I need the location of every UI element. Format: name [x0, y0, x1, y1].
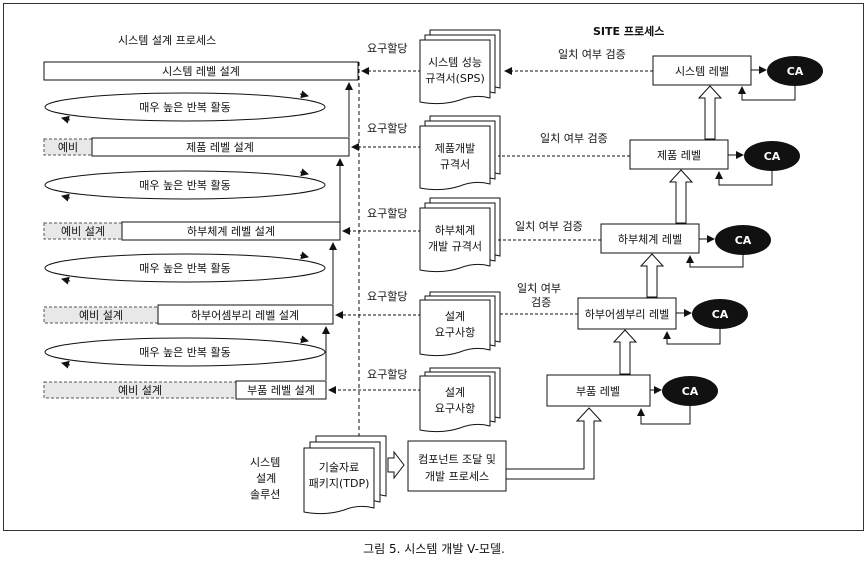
req-alloc-label: 요구할당: [367, 207, 407, 220]
design-level-subassembly: 예비 설계 하부어셈부리 레벨 설계: [43, 304, 334, 325]
doc-subassembly-req: 설계 요구사항: [419, 291, 501, 357]
verify-label: 일치 여부 검증: [558, 47, 626, 61]
right-header: SITE 프로세스: [593, 24, 664, 38]
solution-line: 시스템: [250, 456, 280, 469]
verify-label: 일치 여부 검증: [540, 131, 608, 145]
component-process: 컴포넌트 조달 및 개발 프로세스: [407, 440, 507, 492]
req-alloc-label: 요구할당: [367, 42, 407, 55]
design-level-label: 제품 레벨 설계: [186, 141, 254, 154]
iteration-label: 매우 높은 반복 활동: [139, 261, 230, 275]
doc-line: 기술자료: [319, 461, 359, 474]
req-alloc-label: 요구할당: [367, 122, 407, 135]
left-header: 시스템 설계 프로세스: [118, 34, 216, 47]
doc-line: 개발 규격서: [428, 240, 482, 253]
iteration-label: 매우 높은 반복 활동: [139, 178, 230, 192]
doc-line: 설계: [445, 386, 465, 399]
design-level-label: 시스템 레벨 설계: [162, 65, 240, 78]
req-alloc-label: 요구할당: [367, 368, 407, 381]
site-level-subsystem: 하부체계 레벨 CA: [600, 223, 771, 268]
component-line: 컴포넌트 조달 및: [418, 453, 496, 466]
site-level-system: 시스템 레벨 CA: [652, 55, 823, 101]
verify-arrows: [498, 67, 653, 315]
integration-arrows: [612, 85, 723, 375]
req-alloc-arrows: [328, 67, 421, 394]
prelim-label: 예비 설계: [79, 309, 123, 322]
component-to-part-arrow: [505, 407, 603, 480]
ca-node: CA: [764, 150, 781, 163]
design-level-subsystem: 예비 설계 하부체계 레벨 설계: [43, 221, 341, 241]
verify-label: 일치 여부: [517, 281, 561, 295]
doc-line: 규격서: [440, 158, 470, 171]
ca-node: CA: [735, 234, 752, 247]
prelim-label: 예비: [58, 141, 78, 154]
doc-line: 요구사항: [435, 326, 475, 339]
iteration-label: 매우 높은 반복 활동: [139, 100, 230, 114]
doc-product-spec: 제품개발 규격서: [419, 115, 501, 191]
upward-arrows: [322, 82, 353, 380]
site-level-product: 제품 레벨 CA: [629, 139, 800, 186]
solution-line: 설계: [256, 472, 276, 485]
site-level-part: 부품 레벨 CA: [546, 374, 718, 425]
solution-line: 솔루션: [250, 488, 280, 501]
doc-line: 시스템 성능: [428, 56, 482, 69]
design-level-label: 부품 레벨 설계: [247, 384, 315, 397]
site-level-label: 시스템 레벨: [675, 65, 729, 78]
doc-line: 요구사항: [435, 402, 475, 415]
iteration-loop-4: 매우 높은 반복 활동: [44, 335, 326, 369]
doc-line: 제품개발: [435, 142, 475, 155]
doc-tdp: 기술자료 패키지(TDP): [303, 435, 387, 515]
req-alloc-label: 요구할당: [367, 290, 407, 303]
doc-line: 설계: [445, 310, 465, 323]
iteration-loop-3: 매우 높은 반복 활동: [44, 251, 326, 285]
iteration-label: 매우 높은 반복 활동: [139, 345, 230, 359]
design-level-label: 하부체계 레벨 설계: [187, 224, 275, 238]
doc-line: 패키지(TDP): [309, 477, 370, 490]
design-level-product: 예비 제품 레벨 설계: [43, 137, 350, 157]
verify-label: 검증: [531, 296, 551, 309]
iteration-loop-2: 매우 높은 반복 활동: [44, 168, 326, 202]
doc-line: 규격서(SPS): [425, 72, 485, 85]
design-level-system: 시스템 레벨 설계: [43, 61, 359, 81]
verify-label: 일치 여부 검증: [515, 219, 583, 233]
prelim-label: 예비 설계: [61, 225, 105, 238]
ca-node: CA: [682, 385, 699, 398]
tdp-to-component-arrow: [387, 450, 405, 480]
doc-subsystem-spec: 하부체계 개발 규격서: [419, 197, 501, 273]
doc-sps: 시스템 성능 규격서(SPS): [419, 29, 501, 105]
design-level-part: 예비 설계 부품 레벨 설계: [43, 380, 327, 400]
component-line: 개발 프로세스: [425, 470, 489, 483]
site-level-label: 부품 레벨: [576, 385, 620, 398]
site-level-label: 제품 레벨: [657, 149, 701, 162]
site-level-label: 하부어셈부리 레벨: [585, 307, 669, 321]
design-level-label: 하부어셈부리 레벨 설계: [191, 308, 299, 322]
prelim-label: 예비 설계: [118, 384, 162, 397]
figure-caption: 그림 5. 시스템 개발 V-모델.: [363, 542, 505, 556]
iteration-loop-1: 매우 높은 반복 활동: [44, 90, 326, 124]
doc-part-req: 설계 요구사항: [419, 367, 501, 433]
site-level-label: 하부체계 레벨: [618, 232, 682, 246]
site-level-subassembly: 하부어셈부리 레벨 CA: [577, 297, 748, 345]
ca-node: CA: [787, 65, 804, 78]
ca-node: CA: [712, 308, 729, 321]
doc-line: 하부체계: [435, 223, 475, 237]
